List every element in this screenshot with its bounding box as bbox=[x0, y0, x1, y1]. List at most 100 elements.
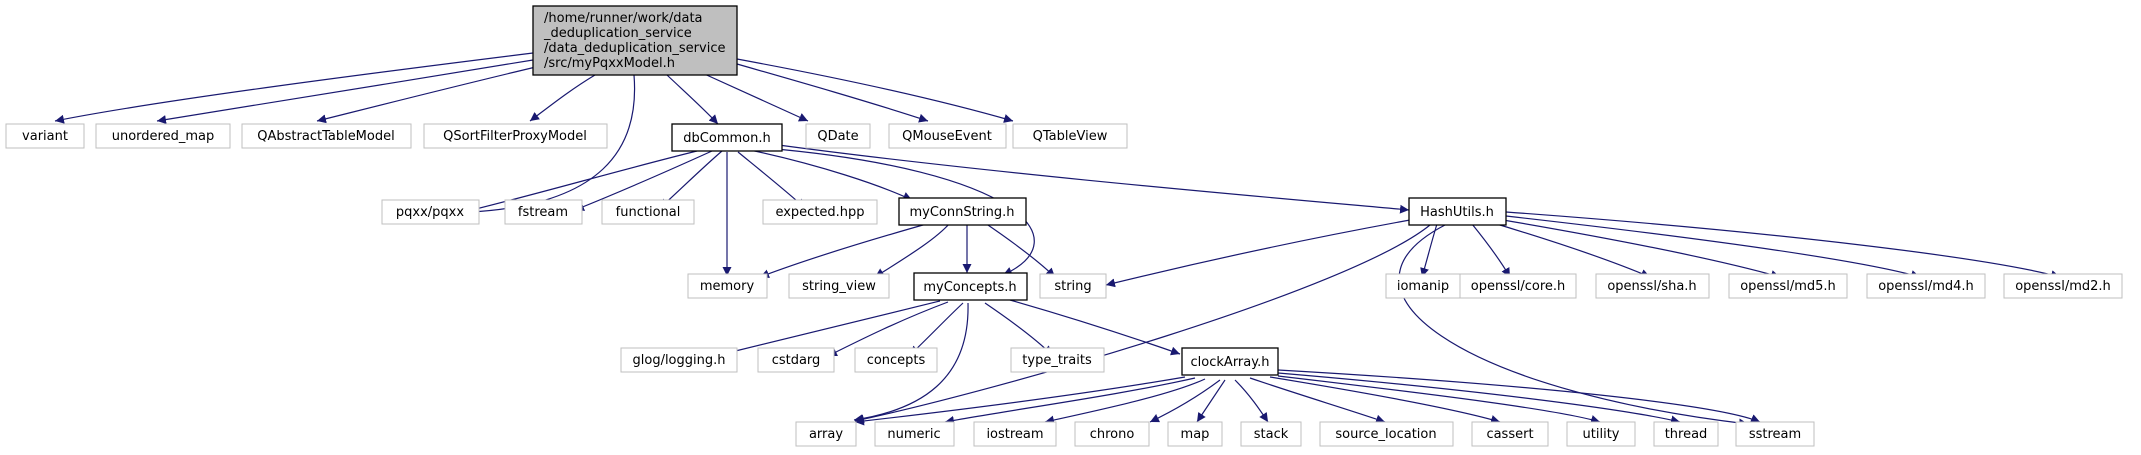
edge-clockarray-iostream bbox=[1044, 378, 1206, 425]
node-numeric-label: numeric bbox=[887, 427, 940, 442]
node-string: string bbox=[1039, 273, 1107, 299]
edge-hashutils-iomanip bbox=[1420, 223, 1438, 278]
node-dbcommon[interactable]: dbCommon.h bbox=[671, 123, 783, 152]
node-fstream: fstream bbox=[504, 199, 583, 225]
root-label-line-2: _deduplication_service bbox=[543, 26, 692, 41]
node-concepts-label: concepts bbox=[867, 353, 926, 368]
node-cstdarg: cstdarg bbox=[757, 347, 835, 373]
node-string-view: string_view bbox=[788, 273, 890, 299]
edge-dbcommon-myconnstring bbox=[749, 149, 913, 201]
node-myconnstring[interactable]: myConnString.h bbox=[898, 197, 1027, 226]
node-openssl-core-label: openssl/core.h bbox=[1471, 279, 1566, 294]
node-myconcepts[interactable]: myConcepts.h bbox=[913, 272, 1028, 301]
edge-myconcepts-cstdarg bbox=[827, 301, 949, 357]
node-iostream-label: iostream bbox=[986, 427, 1043, 442]
node-qsortfilterproxymodel-label: QSortFilterProxyModel bbox=[443, 129, 587, 144]
node-source-location: source_location bbox=[1319, 421, 1454, 447]
edge-dbcommon-functional bbox=[659, 150, 723, 209]
edge-clockarray-utility bbox=[1277, 375, 1601, 424]
node-cassert-label: cassert bbox=[1486, 427, 1533, 442]
node-variant-label: variant bbox=[22, 129, 68, 144]
node-glog: glog/logging.h bbox=[620, 347, 738, 373]
node-qsortfilterproxymodel: QSortFilterProxyModel bbox=[423, 123, 608, 149]
edge-hashutils-openssl-sha bbox=[1489, 221, 1651, 278]
node-fstream-label: fstream bbox=[518, 205, 568, 220]
root-label-line-1: /home/runner/work/data bbox=[544, 11, 703, 26]
edge-clockarray-array bbox=[854, 376, 1186, 426]
edge-root-qdate bbox=[699, 71, 809, 122]
node-root-file[interactable]: /home/runner/work/data _deduplication_se… bbox=[532, 5, 738, 76]
node-numeric: numeric bbox=[874, 421, 955, 447]
node-qdate-label: QDate bbox=[817, 129, 858, 144]
node-hashutils[interactable]: HashUtils.h bbox=[1408, 197, 1507, 226]
node-utility: utility bbox=[1566, 421, 1636, 447]
node-cstdarg-label: cstdarg bbox=[772, 353, 821, 368]
node-qtableview: QTableView bbox=[1012, 123, 1128, 149]
node-cassert: cassert bbox=[1471, 421, 1549, 447]
edge-hashutils-openssl-md2 bbox=[1505, 211, 2061, 279]
node-openssl-md5: openssl/md5.h bbox=[1728, 273, 1848, 299]
edge-root-dbcommon bbox=[666, 74, 719, 125]
edge-myconnstring-string bbox=[984, 222, 1056, 278]
edge-root-qtableview bbox=[736, 58, 1014, 123]
node-myconnstring-label: myConnString.h bbox=[909, 205, 1014, 220]
node-clockarray[interactable]: clockArray.h bbox=[1181, 347, 1279, 376]
node-functional: functional bbox=[601, 199, 695, 225]
node-map: map bbox=[1167, 421, 1223, 447]
node-qabstracttablemodel: QAbstractTableModel bbox=[241, 123, 412, 149]
node-chrono: chrono bbox=[1074, 421, 1150, 447]
node-qabstracttablemodel-label: QAbstractTableModel bbox=[257, 129, 394, 144]
node-sstream-label: sstream bbox=[1749, 427, 1801, 442]
node-openssl-md4: openssl/md4.h bbox=[1866, 273, 1986, 299]
edge-myconnstring-string-view bbox=[874, 222, 951, 278]
root-label-line-3: /data_deduplication_service bbox=[544, 41, 725, 56]
edge-clockarray-source-location bbox=[1249, 377, 1386, 424]
node-dbcommon-label: dbCommon.h bbox=[683, 131, 770, 146]
node-utility-label: utility bbox=[1583, 427, 1620, 442]
include-edges bbox=[54, 52, 2061, 428]
node-string-label: string bbox=[1054, 279, 1091, 294]
node-myconcepts-label: myConcepts.h bbox=[923, 280, 1016, 295]
edge-myconcepts-concepts bbox=[909, 302, 964, 356]
edge-root-qabstracttablemodel bbox=[316, 65, 541, 124]
node-map-label: map bbox=[1181, 427, 1210, 442]
edge-myconcepts-type-traits bbox=[984, 302, 1053, 356]
node-openssl-md5-label: openssl/md5.h bbox=[1740, 279, 1836, 294]
node-stack: stack bbox=[1240, 421, 1302, 447]
edge-clockarray-sstream bbox=[1277, 369, 1761, 423]
node-unordered-map: unordered_map bbox=[95, 123, 231, 149]
edge-root-unordered-map bbox=[156, 59, 534, 125]
node-memory-label: memory bbox=[700, 279, 755, 294]
edge-hashutils-openssl-md4 bbox=[1505, 215, 1921, 279]
node-type-traits: type_traits bbox=[1010, 347, 1105, 373]
node-stack-label: stack bbox=[1254, 427, 1289, 442]
edge-hashutils-openssl-core bbox=[1471, 223, 1511, 278]
edge-root-variant bbox=[54, 52, 534, 124]
node-pqxx: pqxx/pqxx bbox=[381, 199, 480, 225]
edge-clockarray-chrono bbox=[1149, 379, 1221, 423]
node-qmouseevent: QMouseEvent bbox=[888, 123, 1007, 149]
edge-clockarray-numeric bbox=[944, 377, 1196, 425]
node-pqxx-label: pqxx/pqxx bbox=[396, 205, 464, 220]
edge-myconnstring-memory bbox=[759, 222, 931, 279]
node-openssl-md2-label: openssl/md2.h bbox=[2015, 279, 2111, 294]
edge-myconcepts-clockarray bbox=[1009, 299, 1181, 356]
edge-clockarray-map bbox=[1196, 379, 1226, 423]
edge-dbcommon-fstream bbox=[574, 150, 713, 211]
node-expected-label: expected.hpp bbox=[775, 205, 864, 220]
node-source-location-label: source_location bbox=[1335, 427, 1436, 442]
node-openssl-md2: openssl/md2.h bbox=[2003, 273, 2123, 299]
node-expected: expected.hpp bbox=[762, 199, 878, 225]
node-variant: variant bbox=[5, 123, 85, 149]
edge-hashutils-sstream bbox=[1398, 224, 1749, 428]
node-iostream: iostream bbox=[973, 421, 1057, 447]
edge-root-qmouseevent bbox=[736, 63, 929, 123]
node-unordered-map-label: unordered_map bbox=[112, 129, 215, 144]
edge-hashutils-array bbox=[854, 224, 1431, 424]
node-array-label: array bbox=[809, 427, 843, 442]
edge-clockarray-stack bbox=[1234, 379, 1269, 423]
node-chrono-label: chrono bbox=[1090, 427, 1135, 442]
node-memory: memory bbox=[687, 273, 768, 299]
node-qtableview-label: QTableView bbox=[1033, 129, 1108, 144]
